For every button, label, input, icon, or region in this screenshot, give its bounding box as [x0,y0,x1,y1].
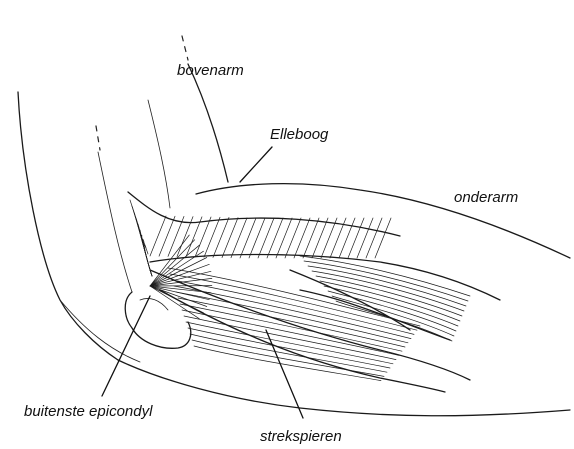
muscle-fiber-line [328,291,456,331]
muscle-hatch-line [222,218,238,258]
muscle-hatch-line [249,218,265,258]
elbow-leader-line [240,147,272,182]
muscle-fiber-line [172,280,414,334]
muscle-fiber-line [324,286,458,326]
muscle-hatch-line [213,217,229,257]
leader-lines [102,147,303,418]
muscle-fiber-line [178,298,405,347]
muscle-hatch-line [168,216,184,256]
muscle-hatch-line [159,216,175,256]
label-extensors: strekspieren [260,428,342,445]
muscle-hatch-line [357,218,373,258]
muscle-fiber-line [300,256,470,296]
muscle-hatch-line [285,218,301,258]
arm-outline [18,36,570,416]
muscle-hatch-line [258,218,274,258]
muscle-fiber-line [194,346,381,381]
epicondyle-bone [125,292,191,348]
muscle-fiber-line [188,328,390,368]
muscle-hatch-line [303,218,319,258]
tendon-fiber-line [150,286,209,300]
tendon-fiber-line [150,278,212,286]
muscle-hatch-line [366,218,382,258]
muscle-hatch-line [231,218,247,258]
muscle-hatch-line [267,218,283,258]
muscle-hatch-line [204,217,220,257]
muscle-fiber-line [304,261,468,301]
muscle-hatch-line [195,217,211,257]
label-elbow: Elleboog [270,126,329,143]
muscle-fiber-line [332,296,454,336]
muscle-hatch-line [240,218,256,258]
muscle-hatch-line [276,218,292,258]
extensors-leader-line [266,330,303,418]
label-upper-arm: bovenarm [177,62,244,79]
muscle-fiber-line [316,276,462,316]
muscle-fiber-line [186,322,393,364]
extensor-muscle-group [128,192,500,392]
muscle-hatch-line [150,216,166,256]
muscle-hatch-line [321,218,337,258]
muscle-fiber-line [192,340,384,376]
muscle-hatch-line [375,218,391,258]
label-forearm: onderarm [454,189,518,206]
muscle-hatch-line [294,218,310,258]
muscle-hatch-line [348,218,364,258]
muscle-fiber-line [190,334,387,372]
label-lateral-epicondyle: buitenste epicondyl [24,403,153,420]
muscle-hatch-line [312,218,328,258]
muscle-fiber-line [168,268,420,326]
